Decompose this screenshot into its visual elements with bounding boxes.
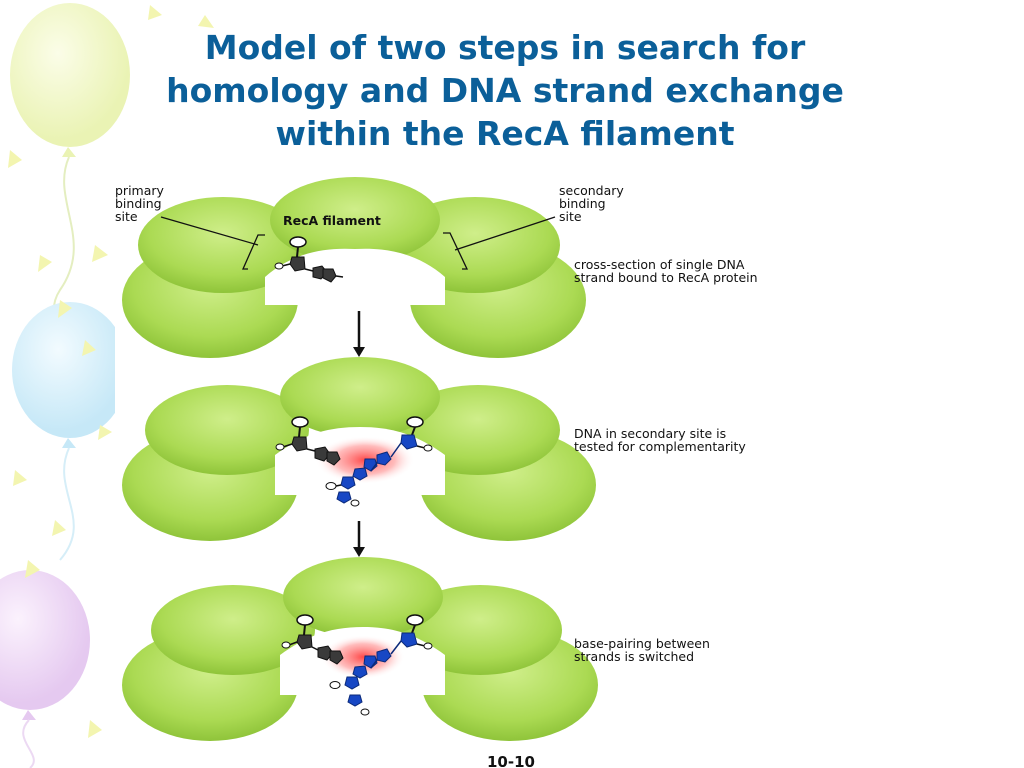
arrow-down-icon: [353, 311, 365, 357]
reca-diagram: RecA filament primary binding site secon…: [115, 177, 758, 768]
balloon-icon: [12, 302, 128, 561]
reca-subunit: [270, 177, 440, 263]
figure-number: 10-10: [487, 753, 535, 768]
reca-subunit: [151, 585, 315, 675]
slide-title: Model of two steps in search for homolog…: [90, 26, 920, 155]
secondary-site-label: secondary binding site: [559, 183, 628, 224]
reca-subunit: [145, 385, 309, 475]
reca-subunit: [283, 557, 443, 637]
panel-3-caption: base-pairing between strands is switched: [574, 636, 714, 664]
filament-cross-section-2: [122, 357, 596, 541]
reca-subunit: [280, 357, 440, 437]
primary-site-label: primary binding site: [115, 183, 168, 224]
panel-2-caption: DNA in secondary site is tested for comp…: [574, 426, 746, 454]
confetti-icon: [8, 5, 214, 738]
dna-strand-pair-3: [281, 614, 433, 716]
filament-cross-section-3: [122, 557, 598, 741]
title-line: Model of two steps in search for: [204, 28, 806, 67]
balloon-icon: [0, 570, 90, 768]
recA-filament-label: RecA filament: [283, 213, 381, 228]
title-line: within the RecA filament: [275, 114, 735, 153]
reca-subunit: [138, 197, 308, 293]
base-pairing-highlight: [321, 635, 405, 679]
binding-site-markers-1: [160, 216, 556, 270]
panel-1-caption: cross-section of single DNA strand bound…: [574, 257, 758, 285]
filament-cross-section-1: [122, 177, 586, 358]
title-line: homology and DNA strand exchange: [166, 71, 844, 110]
dna-strand-pair-2: [275, 416, 433, 507]
dna-single-strand: [274, 236, 344, 283]
arrow-down-icon: [353, 521, 365, 557]
figure-panel: RecA filament primary binding site secon…: [115, 165, 905, 768]
